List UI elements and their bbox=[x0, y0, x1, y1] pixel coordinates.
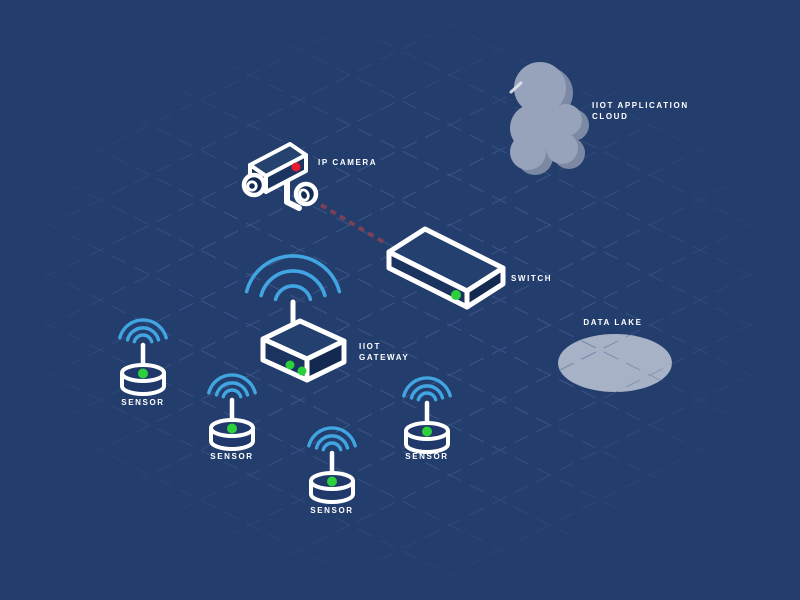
cloud-highlight bbox=[509, 81, 523, 94]
gateway-label-line2: GATEWAY bbox=[359, 353, 410, 362]
cloud-label-line1: IIOT APPLICATION bbox=[592, 101, 689, 110]
camera-mount-ball-inner bbox=[298, 188, 310, 202]
data-lake-label: DATA LAKE bbox=[583, 318, 643, 327]
gateway-chassis bbox=[260, 318, 347, 383]
camera-lens-inner bbox=[246, 180, 258, 192]
data-lake-shape bbox=[558, 334, 672, 392]
wifi-signal-icon bbox=[244, 254, 342, 302]
cloud-label: IIOT APPLICATION CLOUD bbox=[592, 100, 689, 122]
sensor-label-1: SENSOR bbox=[121, 398, 165, 407]
gateway-label-line1: IIOT bbox=[359, 342, 381, 351]
switch-icon bbox=[386, 226, 506, 310]
cloud-icon bbox=[509, 62, 589, 175]
camera-label: IP CAMERA bbox=[318, 158, 378, 167]
sensor-label-3: SENSOR bbox=[310, 506, 354, 515]
switch-label: SWITCH bbox=[511, 274, 553, 283]
cloud-label-line2: CLOUD bbox=[592, 112, 629, 121]
sensor-label-2: SENSOR bbox=[210, 452, 254, 461]
camera-switch-link bbox=[319, 203, 387, 245]
status-led-green bbox=[451, 290, 461, 300]
status-led-green bbox=[297, 366, 307, 376]
status-led-red bbox=[291, 162, 301, 172]
gateway-side-face bbox=[304, 338, 347, 383]
status-led-green bbox=[285, 360, 295, 370]
switch-side-face bbox=[464, 265, 506, 310]
sensor-label-4: SENSOR bbox=[405, 452, 449, 461]
camera-bracket bbox=[284, 175, 302, 211]
cloud-body bbox=[510, 62, 582, 170]
gateway-icon bbox=[244, 254, 347, 383]
gateway-label: IIOT GATEWAY bbox=[359, 341, 409, 363]
ip-camera-icon bbox=[241, 142, 319, 211]
